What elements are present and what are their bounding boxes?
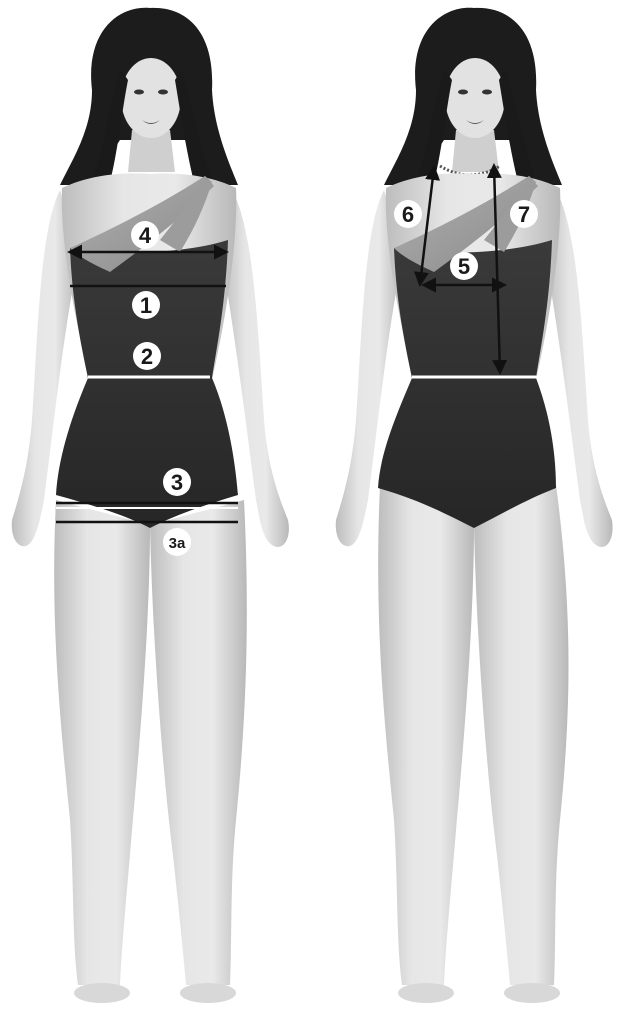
callout-5: 5 <box>450 252 478 280</box>
callout-6: 6 <box>394 200 422 228</box>
callout-6-label: 6 <box>402 202 414 227</box>
callout-7-label: 7 <box>518 202 530 227</box>
front-figure: 4 1 2 3 3a <box>12 8 289 1003</box>
face-shape <box>445 58 505 138</box>
callout-1: 1 <box>132 291 160 319</box>
callout-3-label: 3 <box>171 470 183 495</box>
leg-left <box>54 500 150 985</box>
callout-4-label: 4 <box>139 223 152 248</box>
side-figure: 6 7 5 <box>336 8 613 1003</box>
eye-shape <box>158 90 168 95</box>
callout-2: 2 <box>133 342 161 370</box>
callout-3: 3 <box>163 468 191 496</box>
eye-shape <box>134 90 144 95</box>
swimsuit-shape <box>378 240 556 528</box>
callout-4: 4 <box>131 221 159 249</box>
leg-left <box>378 485 474 985</box>
foot-shape <box>180 983 236 1003</box>
foot-shape <box>74 983 130 1003</box>
callout-1-label: 1 <box>140 293 152 318</box>
swimsuit-shape <box>56 240 238 528</box>
callout-3a: 3a <box>163 528 191 556</box>
foot-shape <box>398 983 454 1003</box>
eye-shape <box>458 90 468 95</box>
callout-5-label: 5 <box>458 254 470 279</box>
leg-right <box>150 500 247 985</box>
callout-3a-label: 3a <box>169 535 186 552</box>
leg-right <box>474 485 569 985</box>
callout-7: 7 <box>510 200 538 228</box>
eye-shape <box>482 90 492 95</box>
callout-2-label: 2 <box>141 344 153 369</box>
face-shape <box>121 58 181 138</box>
foot-shape <box>504 983 560 1003</box>
